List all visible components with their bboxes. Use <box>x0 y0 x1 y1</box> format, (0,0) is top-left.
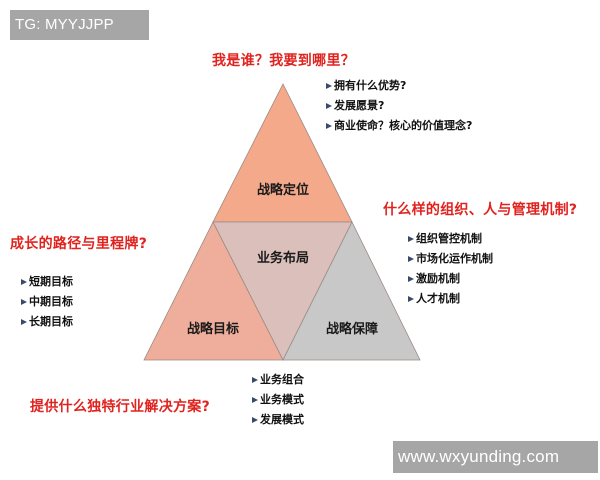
list-item: 短期目标 <box>21 272 73 292</box>
pyramid-bottom-right-triangle <box>282 221 421 361</box>
bullet-arrow-icon <box>252 397 258 403</box>
list-item: 业务组合 <box>252 370 304 390</box>
watermark-bottom: www.wxyunding.com <box>393 441 598 473</box>
bullet-arrow-icon <box>21 319 27 325</box>
bullet-arrow-icon <box>21 299 27 305</box>
guarantee-bullet-list: 组织管控机制 市场化运作机制 激励机制 人才机制 <box>408 229 493 309</box>
list-item: 业务模式 <box>252 390 304 410</box>
goals-bullet-list: 短期目标 中期目标 长期目标 <box>21 272 73 332</box>
positioning-question: 我是谁？我要到哪里？ <box>212 53 355 69</box>
bullet-arrow-icon <box>21 279 27 285</box>
pyramid-bottom-right-label: 战略保障 <box>326 321 378 337</box>
list-item: 激励机制 <box>408 269 493 289</box>
watermark-top: TG: MYYJJPP <box>10 10 149 40</box>
bullet-arrow-icon <box>408 296 414 302</box>
list-item: 商业使命？核心的价值理念? <box>326 116 472 136</box>
list-item: 发展愿景? <box>326 96 472 116</box>
list-item: 人才机制 <box>408 289 493 309</box>
bullet-arrow-icon <box>326 123 332 129</box>
bullet-arrow-icon <box>326 83 332 89</box>
bullet-arrow-icon <box>408 256 414 262</box>
list-item: 市场化运作机制 <box>408 249 493 269</box>
list-item: 中期目标 <box>21 292 73 312</box>
positioning-bullet-list: 拥有什么优势? 发展愿景? 商业使命？核心的价值理念? <box>326 76 472 136</box>
bullet-arrow-icon <box>408 276 414 282</box>
bullet-arrow-icon <box>408 236 414 242</box>
pyramid-bottom-left-label: 战略目标 <box>187 321 239 337</box>
pyramid-bottom-left-triangle <box>143 221 284 361</box>
list-item: 发展模式 <box>252 410 304 430</box>
pyramid-center-label: 业务布局 <box>257 250 309 266</box>
list-item: 长期目标 <box>21 312 73 332</box>
guarantee-question: 什么样的组织、人与管理机制? <box>383 202 578 218</box>
bullet-arrow-icon <box>252 377 258 383</box>
list-item: 拥有什么优势? <box>326 76 472 96</box>
goals-question: 成长的路径与里程牌? <box>10 236 148 252</box>
business-question: 提供什么独特行业解决方案? <box>30 399 211 415</box>
bullet-arrow-icon <box>326 103 332 109</box>
bullet-arrow-icon <box>252 417 258 423</box>
pyramid-top-label: 战略定位 <box>257 182 309 198</box>
business-bullet-list: 业务组合 业务模式 发展模式 <box>252 370 304 430</box>
list-item: 组织管控机制 <box>408 229 493 249</box>
